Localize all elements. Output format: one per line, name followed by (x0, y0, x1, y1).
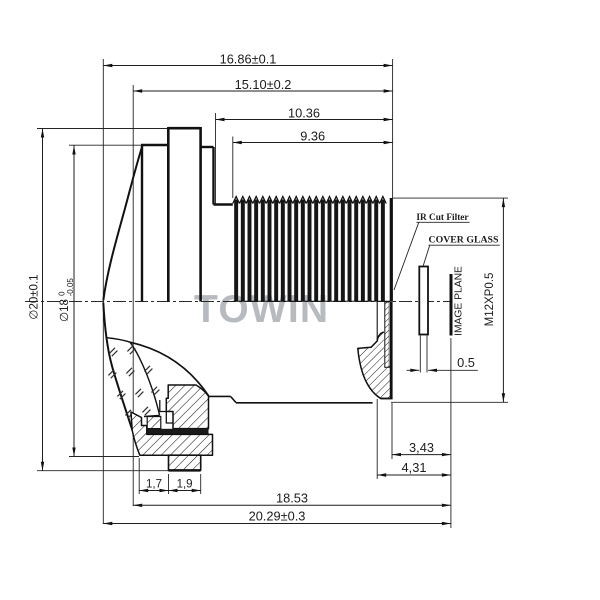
svg-text:M12XP0.5: M12XP0.5 (484, 273, 496, 327)
svg-text:3,43: 3,43 (409, 440, 434, 455)
svg-text:4,31: 4,31 (402, 460, 427, 475)
svg-text:COVER GLASS: COVER GLASS (429, 235, 500, 246)
svg-text:IMAGE PLANE: IMAGE PLANE (454, 266, 465, 336)
svg-text:18.53: 18.53 (276, 491, 308, 506)
svg-text:IR Cut Filter: IR Cut Filter (416, 213, 468, 223)
svg-text:15.10±0.2: 15.10±0.2 (235, 77, 292, 92)
svg-text:1,7: 1,7 (146, 479, 162, 491)
svg-text:∅20±0.1: ∅20±0.1 (29, 274, 41, 319)
svg-text:9.36: 9.36 (300, 128, 325, 143)
svg-text:1,9: 1,9 (177, 479, 193, 491)
svg-text:20.29±0.3: 20.29±0.3 (249, 509, 306, 524)
svg-text:0.5: 0.5 (457, 355, 475, 370)
svg-text:16.86±0.1: 16.86±0.1 (220, 51, 277, 66)
svg-text:10.36: 10.36 (288, 105, 320, 120)
